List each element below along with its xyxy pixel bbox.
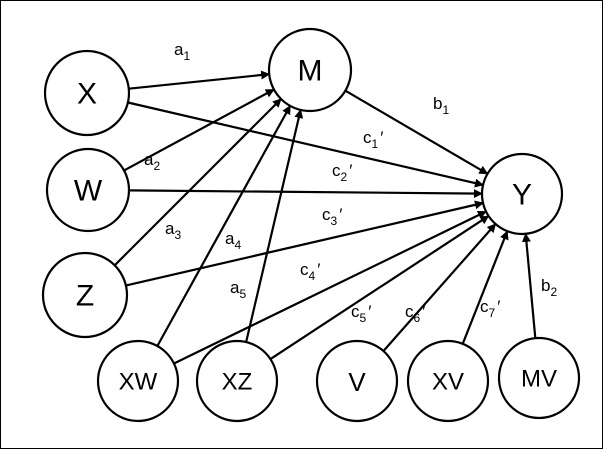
edge-w-to-m: [123, 88, 275, 172]
edge-w-to-y: [128, 189, 483, 199]
node-label: Y: [512, 179, 532, 212]
node-v: V: [315, 339, 399, 423]
node-circle: [45, 147, 131, 233]
node-circle: [406, 339, 490, 423]
edge-z-to-y: [125, 200, 484, 287]
node-circle: [497, 336, 581, 420]
edge-xw-to-y: [173, 210, 487, 365]
edge-label-c3: c3′: [322, 205, 342, 228]
edge-x-to-m: [128, 70, 271, 90]
node-y: Y: [480, 152, 564, 236]
edge-label-b2: b2: [541, 276, 557, 299]
node-xv: XV: [406, 339, 490, 423]
node-mv: MV: [497, 336, 581, 420]
node-label: M: [298, 55, 323, 88]
node-label: XV: [432, 369, 464, 396]
edge-label-c7: c7′: [480, 297, 500, 320]
node-circle: [96, 339, 180, 423]
edge-label-c6: c6′: [405, 302, 425, 325]
node-z: Z: [41, 251, 129, 339]
edge-xw-to-m: [156, 105, 292, 347]
edge-mv-to-y: [521, 232, 537, 339]
node-w: W: [45, 147, 131, 233]
node-circle: [43, 49, 131, 137]
node-circle: [41, 251, 129, 339]
node-label: XZ: [222, 369, 253, 396]
node-label: W: [74, 175, 103, 208]
node-label: V: [348, 367, 366, 397]
edge-label-c2: c2′: [332, 161, 352, 184]
node-x: X: [43, 49, 131, 137]
node-label: XW: [119, 369, 158, 396]
node-xz: XZ: [195, 339, 279, 423]
edge-label-c4: c4′: [300, 260, 320, 283]
node-label: X: [77, 78, 97, 111]
edge-label-a5: a5: [230, 278, 246, 301]
nodes-layer: X M W Y Z XW XZ V XV MV: [41, 27, 581, 423]
node-circle: [195, 339, 279, 423]
edge-labels-layer: a1 a2 a3 a4 a5 b1 b2 c1′ c2′ c3′ c4′ c5′ c6′ c7′: [144, 40, 557, 325]
node-circle: [480, 152, 564, 236]
node-m: M: [267, 27, 353, 113]
node-label: MV: [521, 366, 557, 393]
edge-z-to-m: [113, 98, 282, 267]
node-label: Z: [76, 280, 94, 313]
edge-label-a1: a1: [174, 40, 190, 63]
node-circle: [267, 27, 353, 113]
edge-x-to-y: [127, 101, 484, 188]
edge-v-to-y: [382, 223, 497, 352]
edge-xz-to-m: [245, 109, 304, 343]
edge-xv-to-y: [461, 230, 509, 345]
edge-label-c5: c5′: [351, 302, 371, 325]
node-circle: [315, 339, 399, 423]
node-xw: XW: [96, 339, 180, 423]
edge-m-to-y: [344, 89, 489, 175]
edge-label-c1: c1′: [363, 128, 383, 151]
edge-xz-to-y: [269, 215, 490, 360]
edge-label-a4: a4: [225, 229, 241, 252]
edge-label-a3: a3: [165, 219, 181, 242]
edge-label-b1: b1: [433, 94, 449, 117]
edge-label-a2: a2: [144, 150, 160, 173]
edges-layer: [113, 70, 537, 365]
